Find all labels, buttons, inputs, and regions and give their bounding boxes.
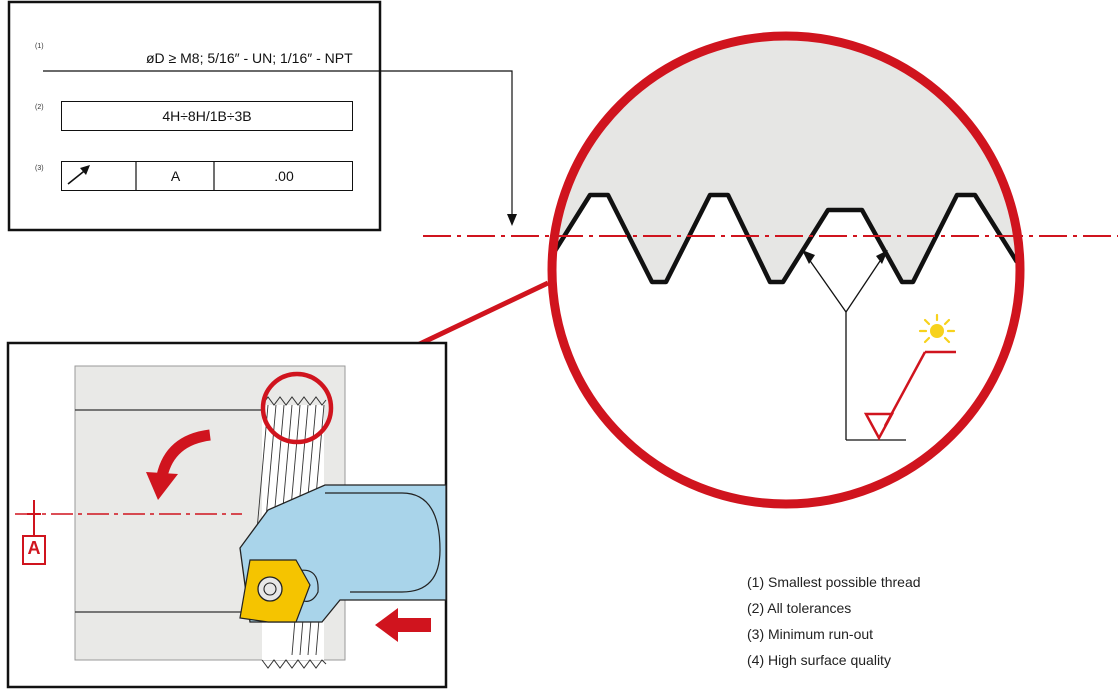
magnified-thread-view — [547, 31, 1025, 509]
legend-item-2: (2) All tolerances — [747, 600, 852, 616]
thread-size-spec: øD ≥ M8; 5/16″ - UN; 1/16″ - NPT — [146, 50, 353, 66]
row3-number: (3) — [35, 165, 44, 172]
row1-number: (1) — [35, 43, 44, 50]
runout-value: .00 — [274, 168, 294, 184]
datum-letter: A — [27, 538, 41, 558]
rotation-arrow-icon — [146, 429, 211, 500]
thread-profile — [552, 192, 1019, 285]
datum-symbol — [22, 500, 46, 565]
legend-item-1: (1) Smallest possible thread — [747, 574, 921, 590]
threading-insert — [239, 559, 311, 623]
sun-icon — [918, 313, 956, 344]
magnifier-ring — [547, 31, 1025, 509]
row2-number: (2) — [35, 104, 44, 111]
leader-arrowhead — [507, 214, 517, 226]
tolerance-spec: 4H÷8H/1B÷3B — [162, 108, 252, 124]
tolerance-box — [61, 101, 353, 131]
run-out-arrow-icon — [67, 165, 90, 185]
surface-quality-symbol — [863, 350, 956, 441]
flank-measurement-arrows — [802, 250, 906, 441]
machining-panel — [6, 341, 448, 689]
zoom-target-circle — [260, 371, 334, 445]
legend-item-4: (4) High surface quality — [747, 652, 891, 668]
runout-datum: A — [170, 168, 181, 184]
runout-frame — [61, 161, 353, 191]
feed-direction-arrow-icon — [375, 608, 431, 642]
spec-panel-frame — [7, 0, 382, 232]
leader-line — [43, 70, 513, 222]
legend-item-3: (3) Minimum run-out — [747, 626, 874, 642]
